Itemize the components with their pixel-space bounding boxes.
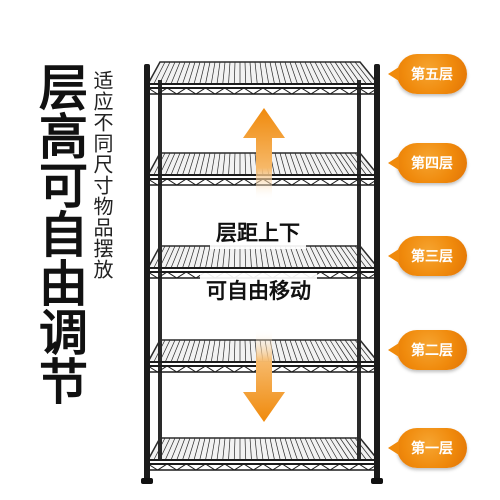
headline: 层高可自由调节 (31, 62, 88, 405)
badge-layer-3: 第三层 (388, 236, 467, 276)
badge-layer-4: 第四层 (388, 143, 467, 183)
shelf-5 (146, 61, 380, 95)
caption-spacing: 层距上下 (210, 215, 306, 249)
rack-post-front-right (374, 64, 380, 482)
arrow-up-icon (243, 108, 285, 200)
rack-post-back-right (357, 80, 361, 460)
subheadline: 适应不同尺寸物品摆放 (90, 70, 114, 280)
badge-layer-1: 第一层 (388, 428, 467, 468)
badge-layer-2: 第二层 (388, 330, 467, 370)
badge-layer-5: 第五层 (388, 54, 467, 94)
rack-post-back-left (158, 80, 162, 460)
rack-foot-left (141, 478, 153, 484)
caption-movable: 可自由移动 (200, 273, 317, 307)
arrow-down-icon (243, 330, 285, 422)
rack-post-front-left (144, 64, 150, 482)
wire-rack (158, 80, 361, 460)
shelf-3 (146, 245, 380, 279)
shelf-1 (146, 437, 380, 471)
rack-foot-right (371, 478, 383, 484)
rack-front-posts (141, 64, 383, 484)
